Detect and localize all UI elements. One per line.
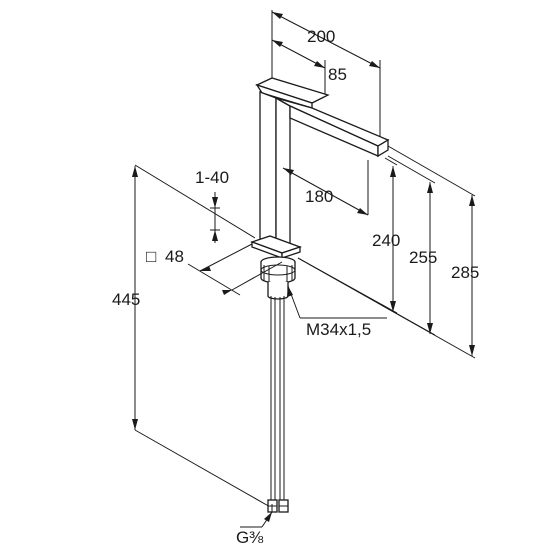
dim-width-total: 200: [271, 11, 381, 69]
dim-spout-reach: 180: [282, 167, 369, 216]
faucet-body-side: [275, 96, 291, 253]
base-plate-side: [281, 246, 301, 259]
dim-label-connection-fraction: ⅜: [249, 528, 264, 547]
spout-top: [275, 97, 390, 147]
dim-label-445: 445: [112, 290, 140, 309]
dim-label-base-symbol: □: [146, 247, 156, 266]
dim-label-connection: G: [236, 528, 249, 547]
dim-total-length: 445: [112, 166, 140, 430]
dim-label-255: 255: [409, 248, 437, 267]
dim-base-size: □ 48: [146, 243, 283, 296]
dim-label-85: 85: [328, 65, 347, 84]
dim-height-body: 255: [409, 182, 437, 334]
faucet-outline: [250, 77, 390, 513]
dim-label-285: 285: [451, 263, 479, 282]
dim-deck-thickness: 1-40: [195, 168, 229, 243]
dim-height-total: 285: [451, 195, 479, 356]
dim-label-180: 180: [305, 187, 333, 206]
dim-label-1-40: 1-40: [195, 168, 229, 187]
dim-label-240: 240: [372, 231, 400, 250]
faucet-body-front: [259, 91, 277, 249]
dim-thread: M34x1,5: [287, 285, 387, 339]
spout-end: [377, 138, 389, 158]
dim-height-spout: 240: [372, 166, 400, 312]
dim-connection: G ⅜: [236, 504, 273, 547]
extension-lines: [134, 10, 476, 509]
dim-spout-width: 85: [271, 39, 347, 84]
dim-label-200: 200: [307, 27, 335, 46]
dim-label-thread: M34x1,5: [306, 320, 371, 339]
dim-label-48: 48: [165, 247, 184, 266]
